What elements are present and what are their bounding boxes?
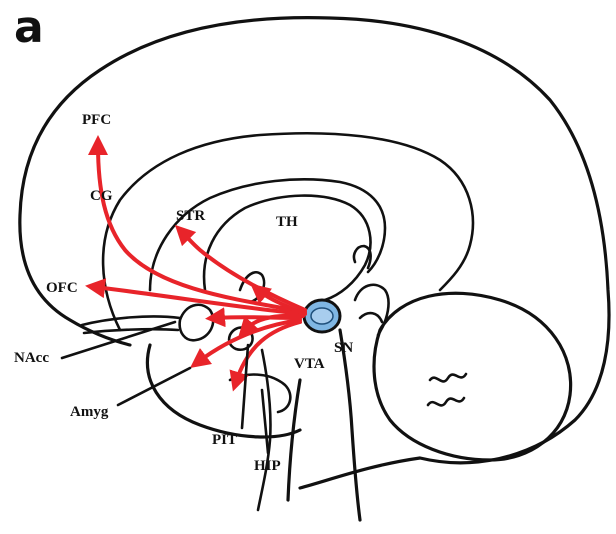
- pons-contour: [355, 285, 389, 335]
- thalamus-outline: [204, 196, 370, 300]
- label-pit: PIT: [212, 432, 237, 448]
- label-pfc: PFC: [82, 112, 111, 128]
- leader-amyg: [118, 368, 190, 405]
- pathway-to-str: [182, 232, 305, 310]
- label-th: TH: [276, 214, 298, 230]
- cerebellum-folia: [428, 374, 466, 405]
- label-ofc: OFC: [46, 280, 78, 296]
- label-amyg: Amyg: [70, 404, 109, 420]
- vta-nucleus-inner: [311, 308, 333, 324]
- leader-hip: [262, 390, 268, 453]
- label-cg: CG: [90, 188, 113, 204]
- label-str: STR: [176, 208, 205, 224]
- label-vta: VTA: [294, 356, 325, 372]
- pathway-to-pfc: [98, 145, 305, 312]
- panel-letter: a: [14, 2, 44, 53]
- label-nacc: NAcc: [14, 350, 49, 366]
- label-sn: SN: [334, 340, 353, 356]
- cerebellum: [374, 293, 571, 460]
- temporal-lobe: [147, 345, 300, 437]
- label-hip: HIP: [254, 458, 281, 474]
- hippocampus-region: [230, 375, 290, 412]
